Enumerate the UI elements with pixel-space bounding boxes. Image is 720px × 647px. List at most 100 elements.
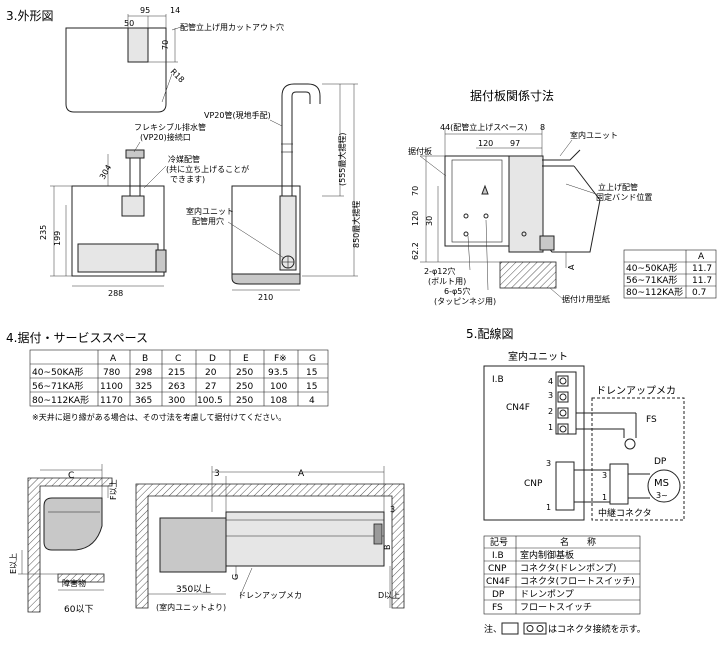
dim-14: 14 bbox=[170, 6, 180, 15]
mount-template: 据付け用型紙 bbox=[562, 294, 610, 304]
plate-table-r3-c0: 80~112KA形 bbox=[626, 286, 683, 298]
from-unit-label: (室内ユニットより) bbox=[156, 602, 226, 612]
space-r2-c3: 263 bbox=[168, 382, 185, 392]
drain-pump-motor bbox=[647, 469, 681, 503]
plate-indoor-unit: 室内ユニット bbox=[570, 130, 618, 140]
legend-r5-c1: フロートスイッチ bbox=[520, 602, 592, 613]
space-h-f: F※ bbox=[274, 354, 287, 364]
connector-symbol-circles bbox=[523, 622, 547, 635]
legend-r1-c0: I.B bbox=[492, 551, 504, 561]
ms-label: MS bbox=[654, 478, 669, 489]
cnp-label: CNP bbox=[524, 479, 543, 489]
space-h-b: B bbox=[142, 354, 148, 364]
r18-label: R18 bbox=[169, 67, 187, 85]
f-label: F以上 bbox=[109, 479, 118, 500]
space-r3-c3: 300 bbox=[168, 396, 185, 406]
space-h-d: D bbox=[209, 354, 216, 364]
space-r2-c7: 15 bbox=[306, 382, 317, 392]
plate-table-r1-c1: 11.7 bbox=[692, 264, 712, 274]
space-r1-c3: 215 bbox=[168, 368, 185, 378]
space-h-e: E bbox=[243, 354, 249, 364]
cn4f-pin-4: 4 bbox=[548, 377, 553, 386]
space-r3-c0: 80~112KA形 bbox=[32, 394, 89, 406]
dp-label: DP bbox=[654, 457, 667, 467]
hose-label-1: フレキシブル排水管 bbox=[134, 122, 206, 132]
legend-table: 記号 名 称 I.B 室内制御基板 CNP コネクタ(ドレンポンプ) CN4F … bbox=[483, 535, 641, 615]
a-label: A bbox=[298, 469, 305, 479]
g-label: G bbox=[231, 574, 240, 580]
dim-3b: 3 bbox=[390, 505, 395, 514]
dim-850: 850最大揚程 bbox=[351, 201, 361, 248]
legend-r2-c0: CNP bbox=[488, 564, 507, 574]
legend-h-name: 名 称 bbox=[560, 536, 596, 548]
plate-a-label: A bbox=[567, 264, 576, 270]
space-r3-c5: 250 bbox=[236, 396, 253, 406]
connector-symbol-square bbox=[501, 622, 519, 635]
front-space-view: 3 A 3 B G 350以上 (室内ユニットより) ドレンアップメカ D以上 bbox=[135, 466, 405, 612]
dim-199: 199 bbox=[53, 231, 62, 246]
section-3-outline-drawing: 3.外形図 95 14 50 70 配管立上げ用カットアウト穴 R18 bbox=[6, 6, 361, 302]
dim-60: 60以下 bbox=[64, 605, 93, 615]
plate-mount-plate: 据付板 bbox=[408, 146, 432, 156]
hose-label-2: (VP20)接続口 bbox=[140, 132, 191, 142]
plate-a-table: A 40~50KA形 11.7 56~71KA形 11.7 80~112KA形 … bbox=[623, 249, 717, 299]
indoor-unit-box bbox=[483, 365, 585, 521]
legend-r3-c0: CN4F bbox=[486, 577, 510, 587]
space-r1-c5: 250 bbox=[236, 368, 253, 378]
dim-120v: 120 bbox=[411, 211, 420, 226]
dim-62-2: 62.2 bbox=[411, 242, 420, 260]
c-label: C bbox=[68, 471, 74, 481]
refrig-label-1: 冷媒配管 bbox=[168, 154, 200, 164]
cn4f-pin-3: 3 bbox=[548, 391, 553, 400]
dim-350: 350以上 bbox=[176, 584, 211, 595]
tapping-label: (タッピンネジ用) bbox=[434, 297, 496, 306]
cnp-pin-3: 3 bbox=[546, 459, 551, 468]
e-label: E以上 bbox=[9, 553, 18, 574]
dim-30v: 30 bbox=[425, 216, 434, 226]
cn4f-pin-2: 2 bbox=[548, 407, 553, 416]
space-note: ※天井に廻り縁がある場合は、その寸法を考慮して据付けてください。 bbox=[32, 412, 286, 422]
indoor-hole-label-2: 配管用穴 bbox=[192, 216, 224, 226]
plate-table-r2-c0: 56~71KA形 bbox=[626, 274, 677, 286]
ib-label: I.B bbox=[492, 375, 504, 385]
dim-8: 8 bbox=[540, 123, 545, 132]
mounting-plate-dimensions: 据付板関係寸法 44(配管立上げスペース) 8 120 97 70 120 30… bbox=[408, 89, 717, 306]
space-r1-c6: 93.5 bbox=[268, 368, 288, 378]
hole-12: 2-φ12穴 bbox=[424, 266, 455, 276]
space-r3-c6: 108 bbox=[270, 396, 287, 406]
legend-r4-c0: DP bbox=[492, 590, 505, 600]
space-r2-c5: 250 bbox=[236, 382, 253, 392]
dim-70: 70 bbox=[161, 40, 170, 50]
dim-44: 44(配管立上げスペース) bbox=[440, 122, 527, 132]
section-3-title: 3.外形図 bbox=[6, 9, 53, 23]
float-switch-symbol bbox=[624, 438, 636, 450]
legend-r4-c1: ドレンポンプ bbox=[520, 589, 574, 600]
section-5-wiring: 5.配線図 室内ユニット I.B CN4F 4 3 2 1 CNP 3 1 ドレ… bbox=[466, 326, 685, 635]
obstacle-label: 障害物 bbox=[62, 578, 86, 588]
section-4-title: 4.据付・サービススペース bbox=[6, 331, 148, 345]
b-label: B bbox=[383, 545, 392, 551]
cn4f-pin-1: 1 bbox=[548, 423, 553, 432]
legend-r3-c1: コネクタ(フロートスイッチ) bbox=[520, 576, 635, 587]
side-view: 210 (555最大揚程) 850最大揚程 VP20管(現地手配) 室内ユニット… bbox=[186, 83, 361, 302]
space-r1-c7: 15 bbox=[306, 368, 317, 378]
cn4f-label: CN4F bbox=[506, 403, 530, 413]
space-r2-c6: 100 bbox=[270, 382, 287, 392]
dim-50: 50 bbox=[124, 19, 134, 28]
space-h-g: G bbox=[309, 354, 316, 364]
legend-r5-c0: FS bbox=[492, 603, 503, 613]
bolt-label: (ボルト用) bbox=[428, 277, 466, 286]
space-r3-c2: 365 bbox=[135, 396, 152, 406]
legend-r2-c1: コネクタ(ドレンポンプ) bbox=[520, 563, 616, 574]
cutout-notch bbox=[127, 27, 149, 63]
space-r2-c4: 27 bbox=[205, 382, 216, 392]
dim-555: (555最大揚程) bbox=[337, 132, 347, 186]
cnp-connector bbox=[555, 461, 575, 511]
indoor-hole-label-1: 室内ユニット bbox=[186, 206, 234, 216]
dim-70v: 70 bbox=[411, 186, 420, 196]
cnp-pin-1: 1 bbox=[546, 503, 551, 512]
stand-pipe-2: 固定バンド位置 bbox=[596, 192, 652, 202]
space-r3-c7: 4 bbox=[309, 396, 315, 406]
refrig-label-3: できます) bbox=[170, 175, 205, 184]
